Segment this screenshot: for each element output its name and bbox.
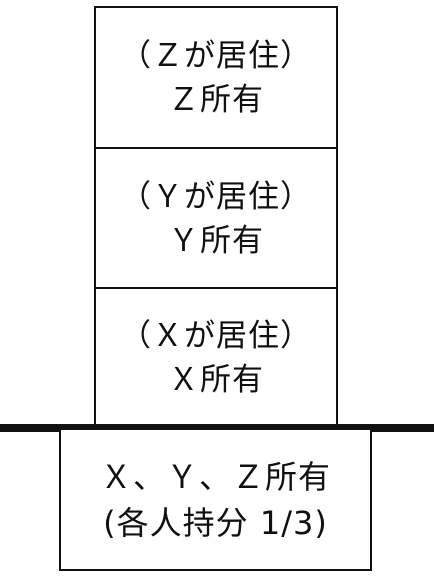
floor-3-unit: （Ｚが居住） Ｚ所有 [94,6,338,149]
floor-3-owner: Ｚ所有 [168,81,264,118]
floor-1-unit: （Ｘが居住） Ｘ所有 [94,287,338,428]
floor-2-owner: Ｙ所有 [168,222,264,259]
floor-3-resident: （Ｚが居住） [120,37,312,74]
land-box: Ｘ、Ｙ、Ｚ所有 (各人持分 1/3) [59,428,372,571]
floor-1-resident: （Ｘが居住） [120,317,312,354]
floor-2-resident: （Ｙが居住） [120,178,312,215]
land-owners: Ｘ、Ｙ、Ｚ所有 [99,457,331,496]
floor-2-unit: （Ｙが居住） Ｙ所有 [94,147,338,290]
land-share: (各人持分 1/3) [103,503,328,542]
floor-1-owner: Ｘ所有 [168,361,264,398]
